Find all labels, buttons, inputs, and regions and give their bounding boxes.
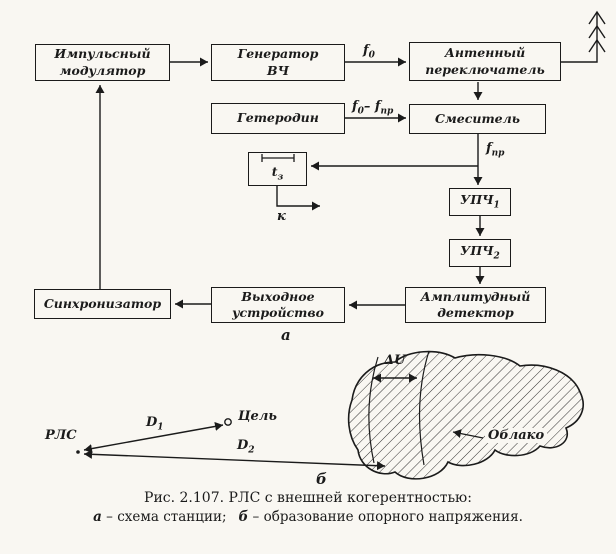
block-output-device: Выходное устройство [211,287,345,323]
block-upch2-label: УПЧ2 [460,242,500,262]
label-f0: f0 [363,43,375,61]
block-synchronizer: Синхронизатор [34,289,171,319]
block-output-device-label: Выходное устройство [232,288,324,320]
delay-line-content: tз [260,153,296,184]
label-d1: D1 [146,415,164,433]
caption-title: Рис. 2.107. РЛС с внешней когерентностью… [144,490,472,506]
label-f0-minus-fpr: f0– fпр [352,99,394,117]
label-d2: D2 [237,438,255,456]
caption-legend-b: б [238,509,249,525]
cloud-shape [347,350,584,480]
block-upch1: УПЧ1 [449,188,511,216]
distance-d2-line [83,449,386,471]
block-mixer-label: Смеситель [434,110,521,126]
block-antenna-switch: Антенный переключатель [409,42,561,81]
label-target: Цель [238,409,277,424]
block-heterodyne: Гетеродин [211,103,345,134]
label-delta-u: ΔU [384,353,406,368]
block-impulse-modulator-label: Импульсный модулятор [54,46,151,78]
block-hf-generator: Генератор ВЧ [211,44,345,81]
block-hf-generator-label: Генератор ВЧ [237,46,319,78]
block-mixer: Смеситель [409,104,546,134]
block-delay-line: tз [248,152,307,186]
caption-legend: а – схема станции;б – образование опорно… [93,509,523,525]
delay-line-symbol [260,154,295,163]
label-part-b: б [316,470,327,488]
antenna-icon [588,10,606,53]
delay-line-label: tз [271,164,284,183]
cloud-callout-arrow [452,429,484,439]
label-part-a: а [281,326,291,344]
caption-legend-a: а [93,509,102,525]
block-amp-detector-label: Амплитудный детектор [420,288,531,320]
range-cell-arc-right [418,350,430,466]
arrow-delay-output [276,186,320,211]
block-upch1-label: УПЧ1 [460,191,500,211]
block-impulse-modulator: Импульсный модулятор [35,44,170,81]
block-synchronizer-label: Синхронизатор [43,295,162,311]
block-heterodyne-label: Гетеродин [237,110,319,126]
label-k: к [277,209,286,224]
distance-d1-line [83,421,224,454]
block-upch2: УПЧ2 [449,239,511,267]
wire-switch-to-antenna [561,12,598,63]
label-rls: РЛС [45,428,77,443]
rls-point [76,450,80,454]
label-cloud: Облако [485,428,548,443]
block-antenna-switch-label: Антенный переключатель [425,45,545,77]
label-fpr: fпр [486,141,505,159]
block-amp-detector: Амплитудный детектор [405,287,546,323]
target-marker [224,418,232,426]
